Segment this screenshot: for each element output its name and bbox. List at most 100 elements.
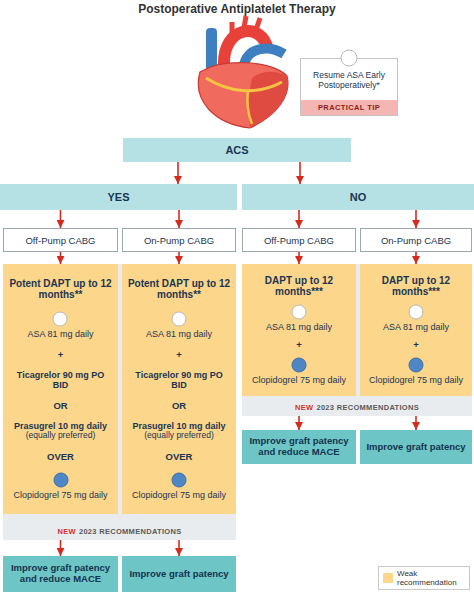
- recommendation-panel: Potent DAPT up to 12 months** ASA 81 mg d…: [3, 264, 236, 540]
- text-row: OVER: [166, 451, 193, 462]
- text-group: ASA 81 mg daily: [146, 311, 212, 339]
- text-group: Clopidogrel 75 mg daily: [252, 357, 346, 385]
- node-text: OVER: [166, 451, 193, 462]
- text-row: (equally preferred): [14, 431, 107, 441]
- pill-icon: [408, 357, 424, 373]
- node-text: Clopidogrel 75 mg daily: [132, 490, 226, 500]
- node-text: DAPT up to 12 months***: [247, 275, 351, 298]
- heart-ventricle: [249, 72, 288, 128]
- text-group: Off-Pump CABG: [264, 235, 334, 246]
- node-text: Off-Pump CABG: [264, 235, 334, 246]
- aortic-branches: [232, 16, 260, 34]
- legend: Weak recommendation: [378, 566, 470, 590]
- text-row: Clopidogrel 75 mg daily: [13, 472, 107, 500]
- node-text: Improve graft patency and reduce MACE: [248, 436, 350, 458]
- pill-shape: [292, 305, 306, 319]
- text-row: Clopidogrel 75 mg daily: [132, 472, 226, 500]
- text-row: YES: [107, 191, 129, 203]
- node-text: ASA 81 mg daily: [383, 322, 449, 332]
- node-text: Potent DAPT up to 12 months**: [8, 278, 113, 301]
- practical-tip-box: Resume ASA Early Postoperatively*PRACTIC…: [300, 58, 398, 116]
- flow-arrow: [298, 210, 300, 228]
- pill-icon: [291, 357, 307, 373]
- text-group: ASA 81 mg daily: [27, 311, 93, 339]
- node-text: YES: [107, 191, 129, 203]
- text-group: ASA 81 mg daily: [383, 304, 449, 332]
- text-row: +: [296, 339, 302, 350]
- flow-arrow: [298, 252, 300, 264]
- text-group: +: [413, 339, 419, 350]
- text-row: (equally preferred): [132, 431, 225, 441]
- legend-item: Weak recommendation: [383, 569, 465, 587]
- text-group: Ticagrelor 90 mg PO BID: [8, 370, 113, 391]
- node-text: Clopidogrel 75 mg daily: [369, 375, 463, 385]
- node-text: OVER: [47, 451, 74, 462]
- text-row: +: [58, 349, 64, 360]
- node-text: Clopidogrel 75 mg daily: [252, 375, 346, 385]
- flow-arrow: [178, 252, 180, 264]
- node-text: Ticagrelor 90 mg PO BID: [8, 370, 113, 391]
- text-row: On-Pump CABG: [144, 235, 214, 246]
- flow-arrow: [415, 252, 417, 264]
- text-group: Clopidogrel 75 mg daily: [13, 472, 107, 500]
- node-text: Improve graft patency and reduce MACE: [9, 563, 112, 585]
- coronary-artery: [206, 78, 282, 91]
- node-text: OR: [172, 400, 186, 411]
- text-group: 2023 RECOMMENDATIONS: [316, 403, 419, 412]
- therapy-box: DAPT up to 12 months*** ASA 81 mg daily + C…: [360, 264, 472, 396]
- pill-shape: [54, 473, 68, 487]
- node-text: NEW: [295, 403, 313, 412]
- text-group: Clopidogrel 75 mg daily: [369, 357, 463, 385]
- text-row: +: [413, 339, 419, 350]
- node-text: Prasugrel 10 mg daily: [132, 421, 225, 431]
- text-row: ASA 81 mg daily: [266, 304, 332, 332]
- text-row: OR: [172, 400, 186, 411]
- text-group: NEW: [295, 403, 313, 412]
- pill-shape: [292, 358, 306, 372]
- pill-shape: [409, 358, 423, 372]
- text-row: Improve graft patency: [366, 442, 465, 453]
- procedure-box: On-Pump CABG: [360, 228, 472, 252]
- pill-icon: [341, 50, 357, 66]
- node-text: Improve graft patency: [366, 442, 465, 453]
- text-row: On-Pump CABG: [381, 235, 451, 246]
- legend-swatch: [383, 573, 393, 583]
- therapy-box: Potent DAPT up to 12 months**ASA 81 mg d…: [122, 264, 236, 514]
- pill-shape: [53, 312, 67, 326]
- text-group: On-Pump CABG: [381, 235, 451, 246]
- text-group: On-Pump CABG: [144, 235, 214, 246]
- text-group: Clopidogrel 75 mg daily: [132, 472, 226, 500]
- node-text: NO: [350, 191, 367, 203]
- text-group: ACS: [225, 144, 248, 156]
- text-row: Clopidogrel 75 mg daily: [252, 357, 346, 385]
- node-text: (equally preferred): [26, 431, 95, 441]
- text-row: DAPT up to 12 months***: [365, 275, 467, 298]
- text-group: Prasugrel 10 mg daily(equally preferred): [132, 421, 225, 441]
- node-text: Improve graft patency: [129, 569, 228, 580]
- outcome-box: Improve graft patency: [122, 556, 236, 592]
- text-row: OVER: [47, 451, 74, 462]
- node-text: +: [296, 339, 302, 350]
- node-text: ASA 81 mg daily: [266, 322, 332, 332]
- node-text: NEW: [58, 527, 76, 536]
- text-group: +: [176, 349, 182, 360]
- flow-arrow: [177, 162, 179, 184]
- decision-band: NO: [242, 184, 474, 210]
- text-group: Improve graft patency: [129, 569, 228, 580]
- text-row: Clopidogrel 75 mg daily: [369, 357, 463, 385]
- outcome-box: Improve graft patency and reduce MACE: [242, 430, 356, 464]
- text-row: Prasugrel 10 mg daily: [132, 421, 225, 431]
- node-text: 2023 RECOMMENDATIONS: [79, 527, 182, 536]
- pill-icon: [408, 304, 424, 320]
- pill-icon: [171, 472, 187, 488]
- therapy-box: DAPT up to 12 months*** ASA 81 mg daily + C…: [242, 264, 356, 396]
- pill-icon: [291, 304, 307, 320]
- text-group: Resume ASA Early Postoperatively*: [301, 71, 397, 91]
- heart-body: [198, 63, 288, 128]
- flow-arrow: [178, 210, 180, 228]
- text-row: ACS: [225, 144, 248, 156]
- text-group: OR: [53, 400, 67, 411]
- legend-text: Weak recommendation: [397, 569, 465, 587]
- text-row: DAPT up to 12 months***: [247, 275, 351, 298]
